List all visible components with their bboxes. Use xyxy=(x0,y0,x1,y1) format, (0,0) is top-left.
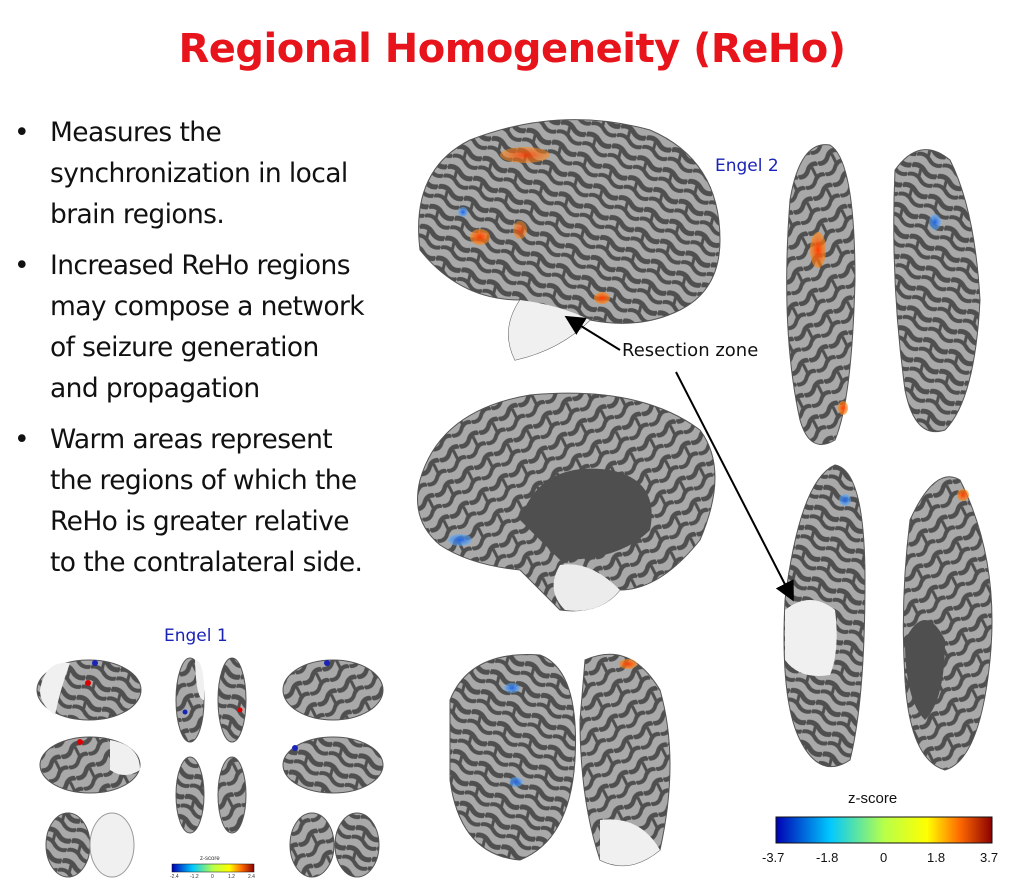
slide-title: Regional Homogeneity (ReHo) xyxy=(178,26,846,72)
bullet-glyph: • xyxy=(14,250,30,281)
resection-patch xyxy=(508,300,590,360)
bullet-line: to the contralateral side. xyxy=(50,547,363,578)
small-colorbar-title: z-score xyxy=(200,856,220,862)
small-colorbar xyxy=(171,863,255,873)
bullet-line: may compose a network xyxy=(50,291,365,322)
bullet-item: • Measures the synchronization in local … xyxy=(14,112,404,235)
bullet-item: • Warm areas represent the regions of wh… xyxy=(14,419,404,583)
colorbar-tick: -1.8 xyxy=(816,850,839,865)
bullet-glyph: • xyxy=(14,424,30,455)
lateral-right-view xyxy=(783,464,993,771)
bullet-line: of seizure generation xyxy=(50,332,319,363)
colorbar-tick: 1.8 xyxy=(927,850,946,865)
bullet-line: brain regions. xyxy=(50,199,225,230)
small-colorbar-tick: -2.4 xyxy=(170,874,179,880)
zscore-colorbar xyxy=(775,816,993,844)
bullet-glyph: • xyxy=(14,117,30,148)
bullet-line: Measures the xyxy=(50,117,222,148)
colorbar-tick: 0 xyxy=(880,850,888,865)
dorsal-view xyxy=(786,144,981,445)
small-colorbar-tick: 1.2 xyxy=(228,874,235,880)
arrow-right xyxy=(675,371,794,602)
small-colorbar-tick: -1.2 xyxy=(190,874,199,880)
small-colorbar-tick: 2.4 xyxy=(248,874,255,880)
colorbar-title: z-score xyxy=(848,790,898,807)
colorbar-tick: 3.7 xyxy=(980,850,999,865)
bullet-line: Warm areas represent xyxy=(50,424,333,455)
bullet-item: • Increased ReHo regions may compose a n… xyxy=(14,245,404,409)
arrow-lateral xyxy=(564,315,621,351)
bullet-line: ReHo is greater relative xyxy=(50,506,350,537)
bullet-line: synchronization in local xyxy=(50,158,348,189)
bullet-line: and propagation xyxy=(50,373,260,404)
bullet-line: Increased ReHo regions xyxy=(50,250,351,281)
bullet-list: • Measures the synchronization in local … xyxy=(14,112,404,593)
engel1-label: Engel 1 xyxy=(164,626,228,646)
engel1-inset xyxy=(36,657,384,878)
colorbar-tick: -3.7 xyxy=(762,850,785,865)
bullet-line: the regions of which the xyxy=(50,465,357,496)
small-colorbar-tick: 0 xyxy=(211,874,214,880)
resection-zone-label: Resection zone xyxy=(622,340,759,361)
resection-patch xyxy=(785,600,837,676)
ventral-view xyxy=(449,653,671,867)
medial-view xyxy=(417,392,716,612)
lateral-view xyxy=(418,119,721,361)
engel2-label: Engel 2 xyxy=(715,156,779,176)
